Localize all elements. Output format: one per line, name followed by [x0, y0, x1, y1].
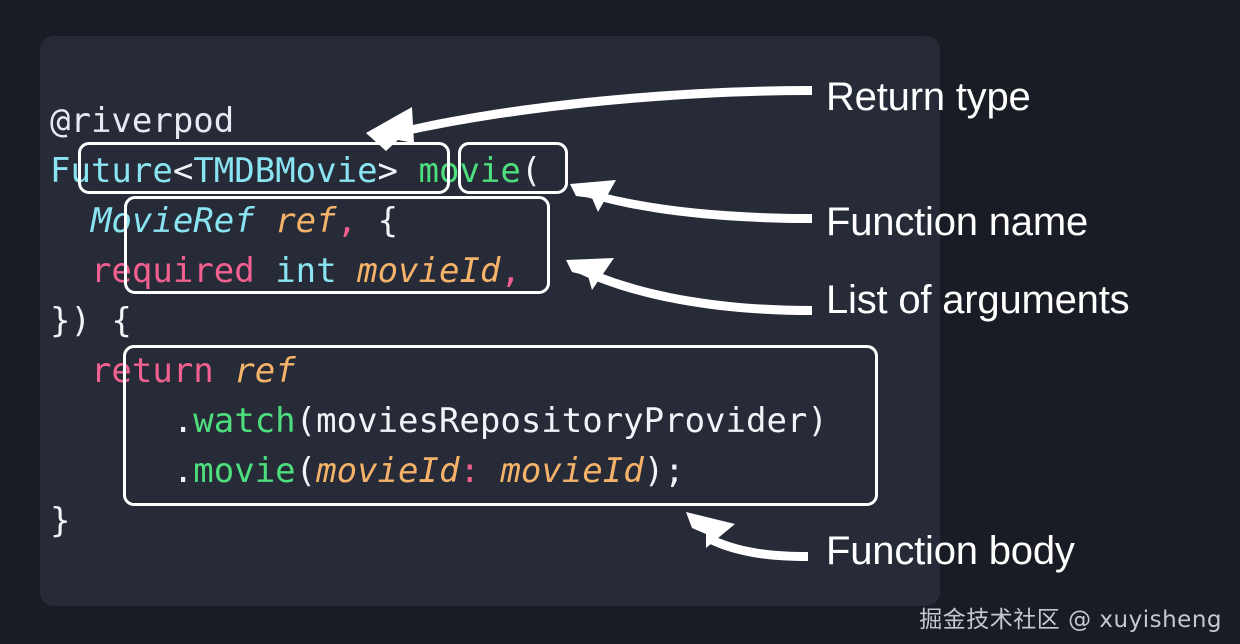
code-token: movie — [193, 451, 296, 491]
code-token: : — [459, 451, 480, 491]
code-token: TMDBMovie — [193, 151, 378, 191]
code-token: MovieRef — [90, 201, 255, 241]
code-token — [255, 251, 275, 291]
code-line-line-movie-call: .movie(movieId: movieId); — [50, 446, 828, 496]
code-token: @riverpod — [50, 101, 235, 141]
code-token: , — [336, 201, 358, 241]
code-token: watch — [193, 401, 296, 441]
code-token: movie — [418, 151, 521, 191]
annotation-label-return-type: Return type — [826, 75, 1031, 119]
code-token: < — [172, 151, 194, 191]
code-line-line-param-ref: MovieRef ref, { — [50, 196, 828, 246]
annotation-label-function-body: Function body — [826, 529, 1075, 573]
code-line-line-signature: Future<TMDBMovie> movie( — [50, 146, 828, 196]
code-token: , — [500, 251, 521, 291]
code-token — [255, 201, 275, 241]
watermark: 掘金技术社区 @ xuyisheng — [919, 607, 1222, 633]
code-line-line-param-movieid: required int movieId, — [50, 246, 828, 296]
code-token — [50, 251, 91, 291]
annotation-label-function-name: Function name — [826, 200, 1088, 244]
code-token: { — [357, 201, 399, 241]
code-token: required — [90, 251, 255, 291]
code-token: ); — [643, 451, 685, 491]
code-token: (moviesRepositoryProvider) — [295, 401, 828, 441]
code-token: ref — [234, 351, 296, 391]
code-token: movieId — [357, 251, 501, 291]
code-token: return — [90, 351, 214, 391]
code-line-line-watch: .watch(moviesRepositoryProvider) — [50, 396, 828, 446]
code-token — [398, 151, 418, 191]
code-token — [480, 451, 500, 491]
code-token: > — [377, 151, 399, 191]
code-line-line-return: return ref — [50, 346, 828, 396]
code-token: } — [50, 501, 71, 541]
code-token: ref — [275, 201, 337, 241]
code-token: movieId — [500, 451, 644, 491]
code-line-line-annotation: @riverpod — [50, 96, 828, 146]
code-token: . — [50, 451, 194, 491]
code-line-line-close-params: }) { — [50, 296, 828, 346]
code-token — [50, 351, 91, 391]
code-token: int — [275, 251, 337, 291]
code-token — [214, 351, 234, 391]
code-line-line-close-body: } — [50, 496, 828, 546]
code-token: . — [50, 401, 194, 441]
code-token: ( — [520, 151, 542, 191]
code-token: Future — [50, 151, 173, 191]
code-token: ( — [295, 451, 317, 491]
code-token: }) { — [50, 301, 132, 341]
code-token — [50, 201, 91, 241]
code-token — [337, 251, 357, 291]
code-token: movieId — [316, 451, 460, 491]
annotation-label-list-of-arguments: List of arguments — [826, 278, 1130, 322]
